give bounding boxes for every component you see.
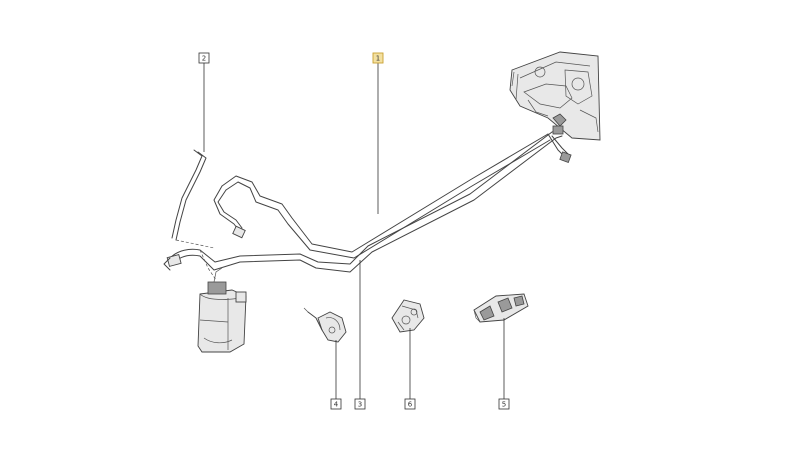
fuel-canister	[197, 267, 247, 353]
callout-4: 4	[330, 398, 342, 410]
callout-6-label: 6	[408, 401, 413, 409]
callout-4-label: 4	[334, 401, 339, 409]
callout-2: 2	[198, 52, 210, 64]
callout-5: 5	[498, 398, 510, 410]
callout-3-label: 3	[358, 401, 362, 409]
callout-1-label: 1	[376, 55, 380, 63]
fuel-pipe-main	[169, 125, 572, 273]
engine-assembly	[509, 51, 601, 141]
callout-3: 3	[354, 398, 366, 410]
clip-part-6	[391, 299, 425, 333]
leader-lines	[203, 62, 505, 400]
callout-5-label: 5	[502, 401, 506, 409]
clip-part-5	[473, 293, 529, 323]
clip-part-4	[303, 307, 347, 343]
vapour-pipe	[163, 149, 217, 281]
callout-6: 6	[404, 398, 416, 410]
callout-1: 1	[372, 52, 384, 64]
callout-2-label: 2	[202, 55, 206, 63]
